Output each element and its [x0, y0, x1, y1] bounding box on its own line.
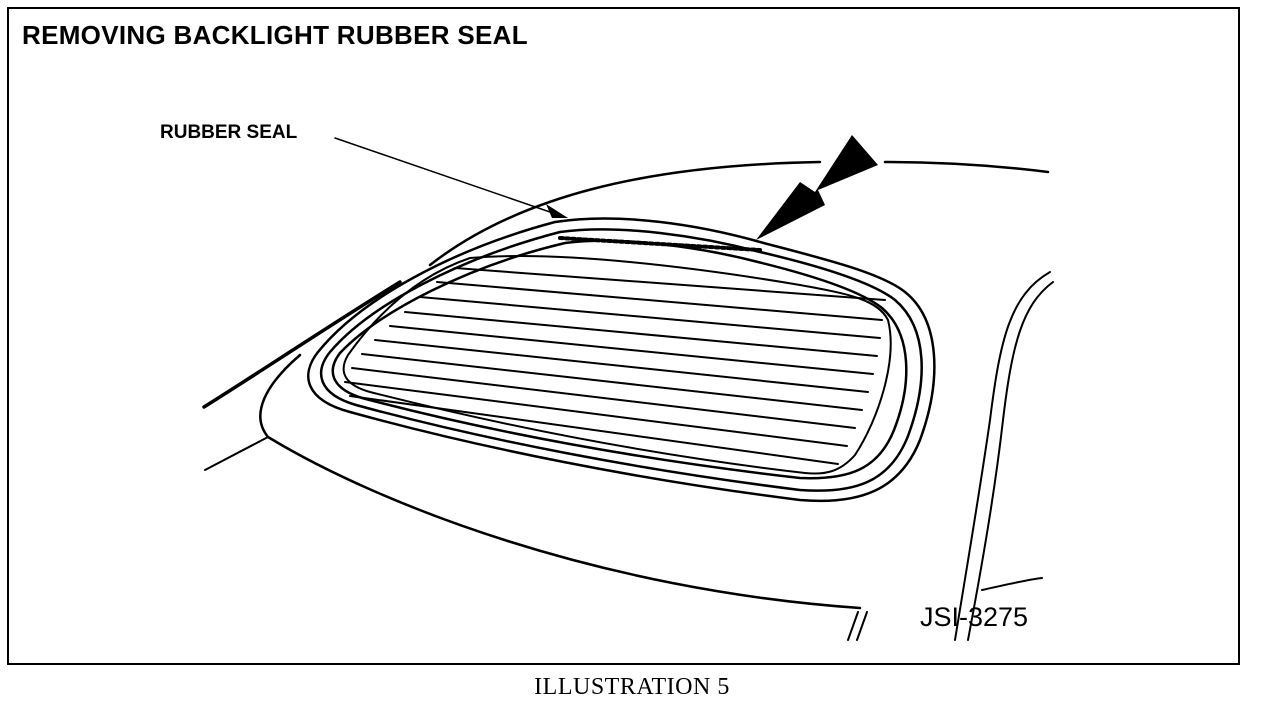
pillar-line-upper	[202, 280, 402, 409]
drawing-code: JSI-3275	[920, 602, 1029, 632]
callout-leader-line	[334, 137, 551, 213]
pillar-line-lower	[204, 436, 269, 471]
seal-outer-ring	[307, 217, 936, 503]
seal-middle-ring	[320, 228, 923, 492]
seal-hatch	[558, 236, 762, 252]
rear-curve	[981, 577, 1043, 591]
quarter-line-inner	[967, 281, 1054, 641]
rubber-seal-label: RUBBER SEAL	[160, 122, 298, 143]
roof-outline	[428, 160, 822, 267]
bottom-mark-1	[847, 611, 859, 641]
roof-right-edge	[883, 160, 1050, 174]
bottom-mark-2	[856, 611, 868, 641]
illustration-frame	[7, 7, 1240, 665]
pointer-arrow	[756, 135, 878, 240]
illustration-title: REMOVING BACKLIGHT RUBBER SEAL	[22, 20, 528, 50]
glass-edge	[342, 255, 892, 475]
defroster-grid	[344, 267, 886, 465]
callout-arrowhead	[546, 204, 568, 218]
seal-inner-ring	[331, 239, 908, 480]
deck-outline	[259, 353, 862, 610]
quarter-line-outer	[954, 271, 1051, 641]
illustration-caption: ILLUSTRATION 5	[534, 674, 730, 700]
